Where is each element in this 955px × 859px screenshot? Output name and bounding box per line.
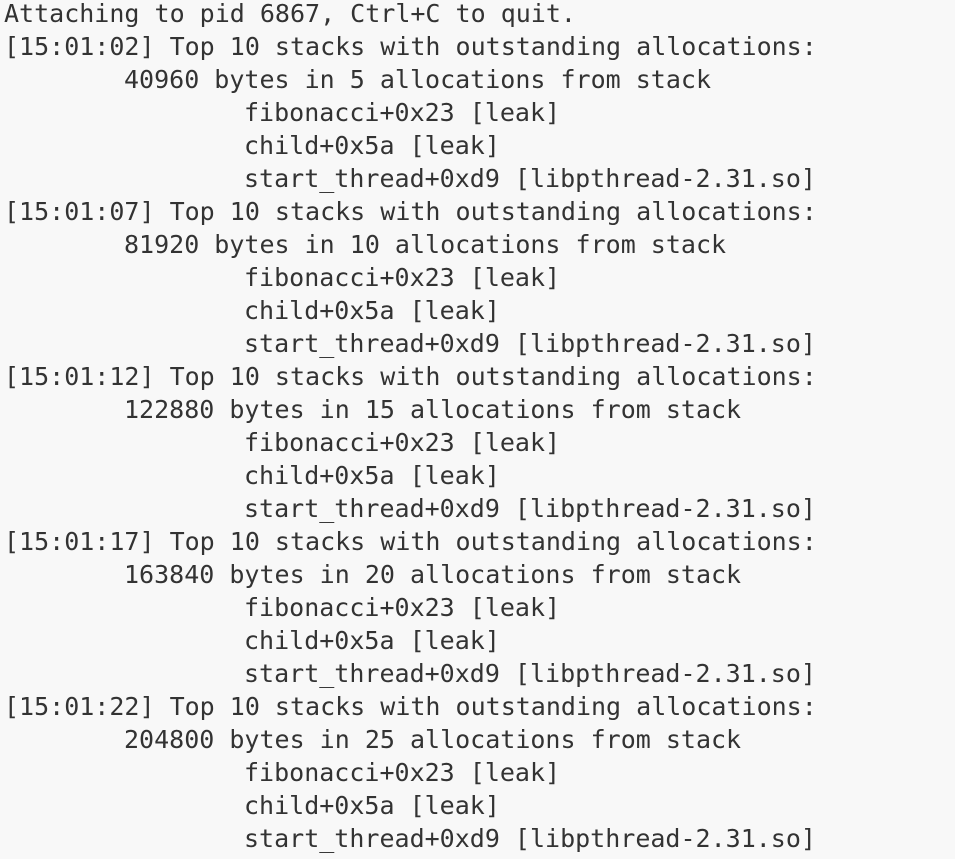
report-summary: 163840 bytes in 20 allocations from stac…	[124, 560, 742, 589]
stack-frame: start_thread+0xd9 [libpthread-2.31.so]	[244, 494, 816, 523]
report-summary: 40960 bytes in 5 allocations from stack	[124, 65, 711, 94]
report-heading: [15:01:07] Top 10 stacks with outstandin…	[4, 197, 817, 226]
stack-frame: fibonacci+0x23 [leak]	[244, 593, 561, 622]
attach-message: Attaching to pid 6867, Ctrl+C to quit.	[4, 0, 576, 28]
report-3: [15:01:17] Top 10 stacks with outstandin…	[4, 525, 955, 690]
report-heading: [15:01:17] Top 10 stacks with outstandin…	[4, 527, 817, 556]
stack-frame: fibonacci+0x23 [leak]	[244, 758, 561, 787]
report-2: [15:01:12] Top 10 stacks with outstandin…	[4, 360, 955, 525]
report-summary: 122880 bytes in 15 allocations from stac…	[124, 395, 742, 424]
stack-frame: start_thread+0xd9 [libpthread-2.31.so]	[244, 329, 816, 358]
stack-frame: child+0x5a [leak]	[244, 461, 500, 490]
report-summary: 81920 bytes in 10 allocations from stack	[124, 230, 727, 259]
report-heading: [15:01:22] Top 10 stacks with outstandin…	[4, 692, 817, 721]
stack-frame: child+0x5a [leak]	[244, 296, 500, 325]
report-heading: [15:01:12] Top 10 stacks with outstandin…	[4, 362, 817, 391]
stack-frame: child+0x5a [leak]	[244, 131, 500, 160]
stack-frame: start_thread+0xd9 [libpthread-2.31.so]	[244, 659, 816, 688]
stack-frame: fibonacci+0x23 [leak]	[244, 263, 561, 292]
stack-frame: start_thread+0xd9 [libpthread-2.31.so]	[244, 164, 816, 193]
report-4: [15:01:22] Top 10 stacks with outstandin…	[4, 690, 955, 855]
report-summary: 204800 bytes in 25 allocations from stac…	[124, 725, 742, 754]
stack-frame: fibonacci+0x23 [leak]	[244, 98, 561, 127]
stack-frame: child+0x5a [leak]	[244, 791, 500, 820]
report-1: [15:01:07] Top 10 stacks with outstandin…	[4, 195, 955, 360]
stack-frame: fibonacci+0x23 [leak]	[244, 428, 561, 457]
report-0: [15:01:02] Top 10 stacks with outstandin…	[4, 30, 955, 195]
report-heading: [15:01:02] Top 10 stacks with outstandin…	[4, 32, 817, 61]
stack-frame: start_thread+0xd9 [libpthread-2.31.so]	[244, 824, 816, 853]
stack-frame: child+0x5a [leak]	[244, 626, 500, 655]
